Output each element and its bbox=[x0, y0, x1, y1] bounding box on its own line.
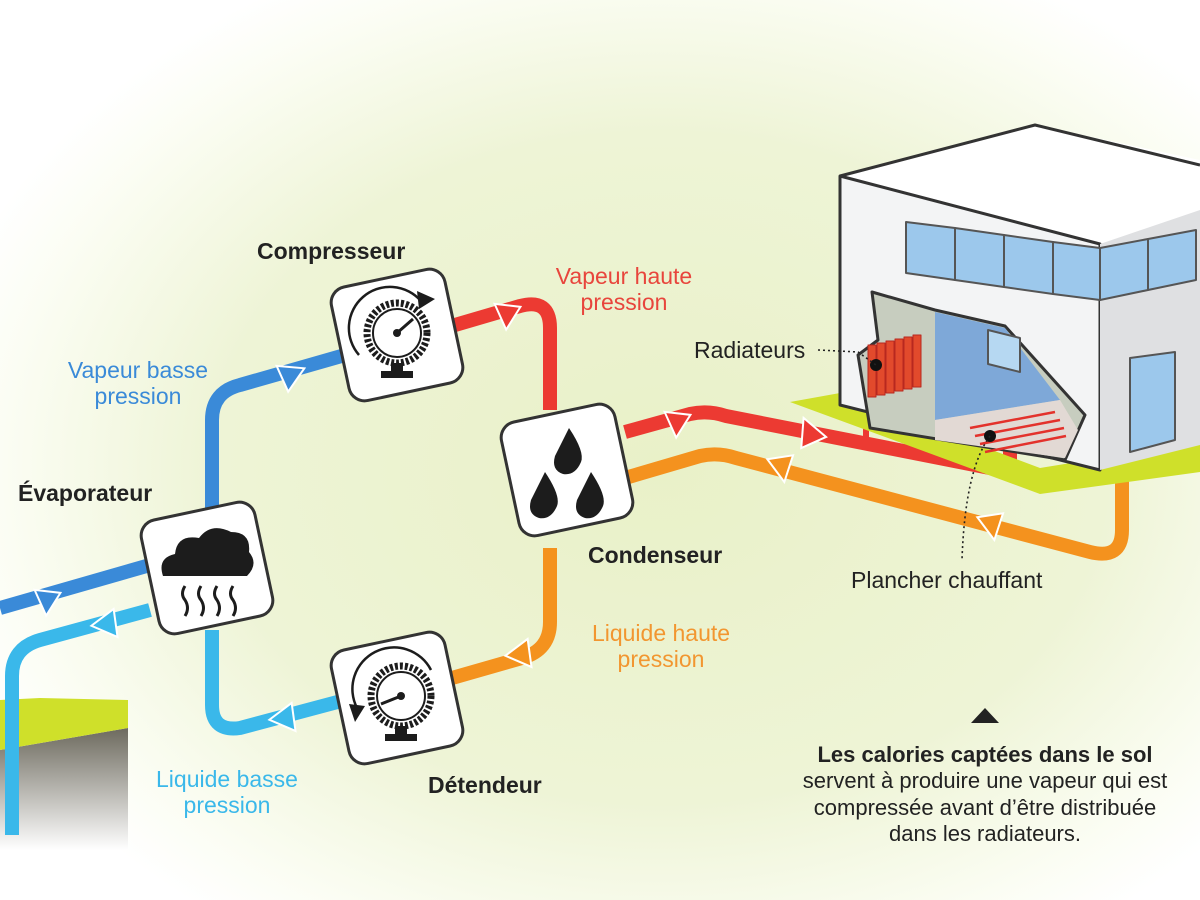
detendeur-label: Détendeur bbox=[428, 772, 542, 798]
vapeur-basse-line2: pression bbox=[94, 383, 182, 410]
arrow-liquide-haute-house-2 bbox=[975, 512, 1005, 543]
liquide-haute-line2: pression bbox=[617, 646, 705, 673]
triangle-up-icon bbox=[971, 708, 999, 723]
radiator-marker bbox=[870, 359, 882, 371]
evaporateur-box bbox=[139, 500, 275, 636]
vapeur-haute-line1: Vapeur haute bbox=[555, 263, 693, 289]
compresseur-label: Compresseur bbox=[257, 238, 406, 264]
condenseur-box bbox=[499, 402, 635, 538]
liquide-haute-line1: Liquide haute bbox=[591, 620, 731, 646]
liquide-basse-label: Liquide basse pression bbox=[146, 766, 308, 819]
arrow-liquide-haute-house-1 bbox=[765, 454, 795, 485]
pipe-liquide-haute-house bbox=[623, 447, 1129, 561]
cloud-steam-icon bbox=[161, 528, 254, 617]
vapeur-basse-line1: Vapeur basse bbox=[67, 357, 209, 383]
vapeur-basse-label: Vapeur basse pression bbox=[58, 357, 218, 410]
arrow-vapeur-basse bbox=[274, 364, 307, 394]
caption: Les calories captées dans le sol servent… bbox=[770, 742, 1200, 848]
vapeur-haute-label: Vapeur haute pression bbox=[546, 263, 702, 316]
arrow-vapeur-haute bbox=[492, 302, 523, 332]
arrow-vapeur-haute-house-1 bbox=[662, 410, 693, 440]
house bbox=[790, 123, 1200, 494]
caption-line1: servent à produire une vapeur qui est bbox=[802, 768, 1168, 794]
house-roof bbox=[840, 125, 1200, 245]
pressure-gauge-counterclockwise-icon bbox=[349, 646, 435, 741]
caption-line3: dans les radiateurs. bbox=[889, 821, 1081, 847]
house-door bbox=[1129, 351, 1176, 453]
ground-top bbox=[0, 698, 128, 750]
water-drops-icon bbox=[530, 428, 604, 519]
arrow-liquide-haute bbox=[503, 637, 533, 669]
cutout-window bbox=[987, 329, 1021, 373]
floor-heating-coil bbox=[969, 410, 1067, 454]
pipe-liquide-basse-out bbox=[5, 603, 152, 835]
pressure-gauge-clockwise-icon bbox=[347, 285, 435, 378]
liquide-haute-label: Liquide haute pression bbox=[580, 620, 742, 673]
house-windows-strip bbox=[905, 221, 1197, 301]
radiateurs-leader bbox=[817, 349, 877, 366]
detendeur-box bbox=[329, 630, 465, 766]
liquide-basse-line2: pression bbox=[183, 792, 271, 819]
vapeur-haute-line2: pression bbox=[580, 289, 668, 316]
liquide-basse-line1: Liquide basse bbox=[156, 766, 298, 792]
pipe-liquide-haute bbox=[443, 548, 557, 687]
arrow-liquide-basse bbox=[267, 701, 297, 733]
plancher-label: Plancher chauffant bbox=[851, 567, 1043, 593]
pipe-vapeur-basse-in bbox=[0, 558, 152, 615]
arrow-vapeur-haute-house-2 bbox=[800, 415, 828, 450]
arrow-vapeur-basse-in bbox=[32, 588, 63, 618]
condenseur-label: Condenseur bbox=[588, 542, 723, 568]
ground-block bbox=[0, 698, 128, 850]
ground-side bbox=[0, 728, 128, 850]
compresseur-box bbox=[329, 267, 465, 403]
evaporateur-label: Évaporateur bbox=[18, 480, 153, 506]
pipe-vapeur-basse bbox=[205, 348, 347, 508]
radiateurs-label: Radiateurs bbox=[694, 337, 806, 363]
caption-title: Les calories captées dans le sol bbox=[817, 742, 1153, 767]
caption-line2: compressée avant d’être distribuée bbox=[813, 794, 1157, 820]
pipe-liquide-basse bbox=[205, 630, 347, 736]
arrow-liquide-basse-out bbox=[89, 607, 119, 639]
